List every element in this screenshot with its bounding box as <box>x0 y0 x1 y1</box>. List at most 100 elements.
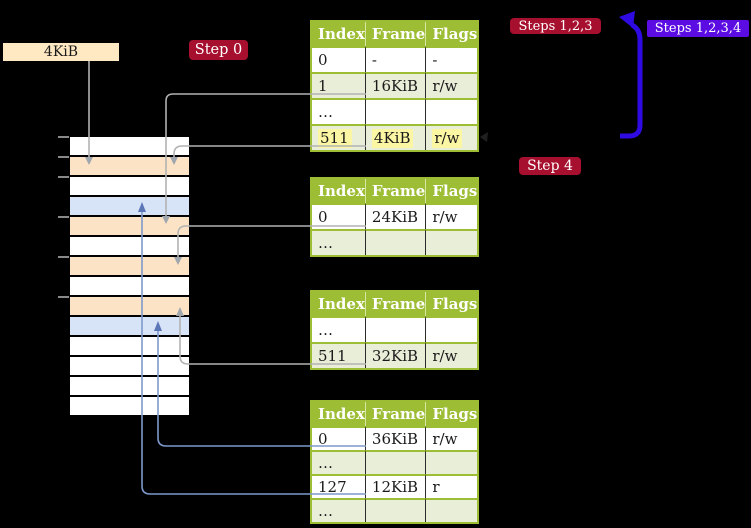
memory-row-12-white <box>70 357 189 375</box>
frame-cell: 24KiB <box>365 203 427 229</box>
table-row: … <box>312 229 478 255</box>
frame-cell <box>365 229 427 255</box>
address-tick <box>58 216 69 218</box>
flags-cell: r/w <box>426 72 478 98</box>
step0-label: Step 0 <box>194 42 243 58</box>
memory-stack <box>70 137 189 417</box>
column-header-flags: Flags <box>426 292 478 316</box>
memory-row-14-white <box>70 397 189 415</box>
frame-pointer-label: 4KiB <box>43 44 79 60</box>
steps123-badge: Steps 1,2,3 <box>510 18 601 34</box>
index-cell: … <box>312 98 366 124</box>
flags-cell: r/w <box>426 124 478 150</box>
dark-arrowhead-at-t1e511 <box>480 132 488 142</box>
frame-cell <box>365 98 427 124</box>
frame-cell <box>365 316 427 342</box>
index-cell: 0 <box>312 46 366 72</box>
big-steps-arrow <box>620 22 643 139</box>
index-cell: 511 <box>312 124 366 150</box>
memory-row-2-peach <box>70 157 189 175</box>
highlighted-value: 4KiB <box>371 129 414 148</box>
column-header-frame: Frame <box>365 402 427 426</box>
frame-pointer-box: 4KiB <box>3 43 119 61</box>
flags-cell: - <box>426 46 478 72</box>
index-cell: 0 <box>312 203 366 229</box>
highlighted-value: 511 <box>318 129 352 148</box>
table-row: … <box>312 450 478 474</box>
big-steps-arrowhead <box>619 11 635 28</box>
column-header-index: Index <box>312 22 366 46</box>
address-tick <box>58 256 69 258</box>
highlighted-value: r/w <box>432 129 463 148</box>
memory-row-9-peach <box>70 297 189 315</box>
index-cell: 511 <box>312 342 366 368</box>
frame-cell: - <box>365 46 427 72</box>
memory-row-10-blue <box>70 317 189 335</box>
column-header-frame: Frame <box>365 22 427 46</box>
flags-cell: r <box>426 474 478 498</box>
step4-label: Step 4 <box>527 158 573 174</box>
table-row: … <box>312 316 478 342</box>
index-cell: … <box>312 316 366 342</box>
frame-cell: 36KiB <box>365 426 427 450</box>
index-cell: 1 <box>312 72 366 98</box>
flags-cell <box>426 316 478 342</box>
address-tick <box>58 136 69 138</box>
memory-row-5-peach <box>70 217 189 235</box>
memory-row-4-blue <box>70 197 189 215</box>
table-row: 511 4KiB r/w <box>312 124 478 150</box>
index-cell: … <box>312 498 366 522</box>
step0-badge: Step 0 <box>189 40 248 60</box>
memory-row-6-white <box>70 237 189 255</box>
steps1234-label: Steps 1,2,3,4 <box>654 21 742 36</box>
column-header-flags: Flags <box>426 179 478 203</box>
frame-cell <box>365 450 427 474</box>
index-cell: 127 <box>312 474 366 498</box>
flags-cell: r/w <box>426 342 478 368</box>
column-header-frame: Frame <box>365 292 427 316</box>
index-cell: … <box>312 229 366 255</box>
column-header-index: Index <box>312 402 366 426</box>
flags-cell <box>426 229 478 255</box>
column-header-flags: Flags <box>426 402 478 426</box>
frame-cell: 12KiB <box>365 474 427 498</box>
steps1234-badge: Steps 1,2,3,4 <box>647 20 749 37</box>
table-row: … <box>312 98 478 124</box>
column-header-frame: Frame <box>365 179 427 203</box>
frame-cell: 32KiB <box>365 342 427 368</box>
table-row: … <box>312 498 478 522</box>
address-tick <box>58 296 69 298</box>
index-cell: 0 <box>312 426 366 450</box>
address-tick <box>58 156 69 158</box>
memory-row-13-white <box>70 377 189 395</box>
memory-row-11-white <box>70 337 189 355</box>
frame-cell <box>365 498 427 522</box>
frame-cell: 4KiB <box>365 124 427 150</box>
column-header-flags: Flags <box>426 22 478 46</box>
table-row: 0-- <box>312 46 478 72</box>
column-header-index: Index <box>312 292 366 316</box>
memory-row-1-white <box>70 137 189 155</box>
address-tick <box>58 176 69 178</box>
memory-row-3-white <box>70 177 189 195</box>
frame-cell: 16KiB <box>365 72 427 98</box>
memory-row-8-white <box>70 277 189 295</box>
memory-row-7-peach <box>70 257 189 275</box>
flags-cell <box>426 98 478 124</box>
flags-cell <box>426 498 478 522</box>
flags-cell <box>426 450 478 474</box>
flags-cell: r/w <box>426 426 478 450</box>
step4-badge: Step 4 <box>519 157 581 175</box>
